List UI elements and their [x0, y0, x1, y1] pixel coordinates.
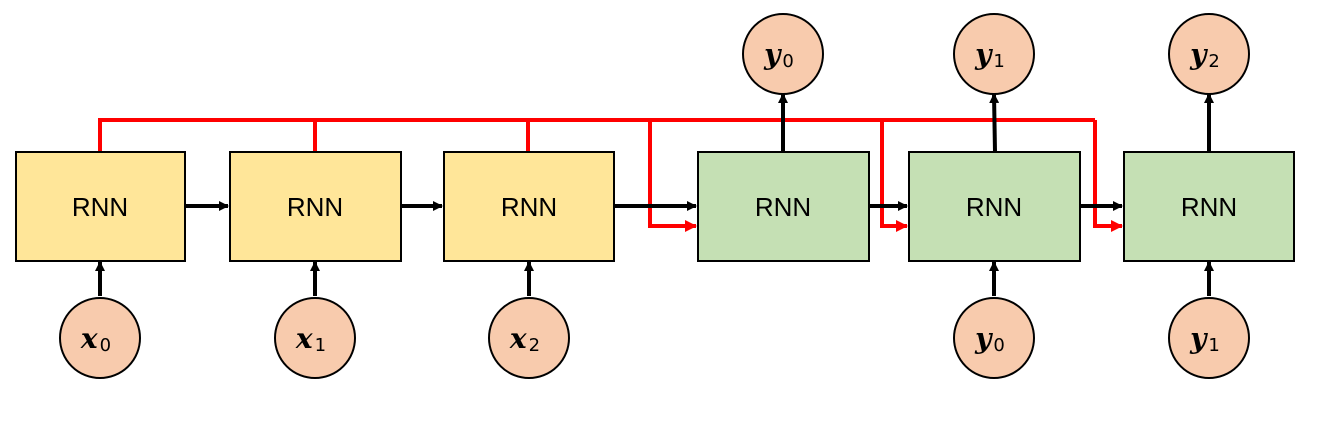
attention-connections: [98, 118, 1123, 232]
attention-arrow-decoder-2: [1093, 120, 1123, 232]
svg-text:y1: y1: [1189, 322, 1220, 356]
attention-arrow-decoder-0: [648, 120, 697, 232]
cell-label: RNN: [72, 192, 128, 222]
output-arrow-y1: [989, 93, 1000, 153]
decoder-cell-2: RNN: [1123, 151, 1295, 262]
attention-bus: [98, 118, 1095, 152]
decoder-cell-1: RNN: [908, 151, 1081, 262]
svg-text:x2: x2: [509, 322, 540, 356]
encoder-cell-0: RNN: [15, 151, 186, 262]
encoder-cell-1: RNN: [229, 151, 402, 262]
cell-label: RNN: [501, 192, 557, 222]
io-arrows: [95, 93, 1214, 296]
svg-text:y1: y1: [974, 38, 1005, 72]
decoder-cell-0: RNN: [697, 151, 870, 262]
cell-label: RNN: [1181, 192, 1237, 222]
cell-label: RNN: [966, 192, 1022, 222]
svg-text:x0: x0: [80, 322, 111, 356]
svg-text:y2: y2: [1189, 38, 1220, 72]
encoder-cell-2: RNN: [443, 151, 615, 262]
attention-arrow-decoder-1: [880, 120, 908, 232]
cell-label: RNN: [287, 192, 343, 222]
svg-text:y0: y0: [974, 322, 1005, 356]
cell-label: RNN: [755, 192, 811, 222]
svg-text:y0: y0: [763, 38, 794, 72]
svg-text:x1: x1: [295, 322, 326, 356]
